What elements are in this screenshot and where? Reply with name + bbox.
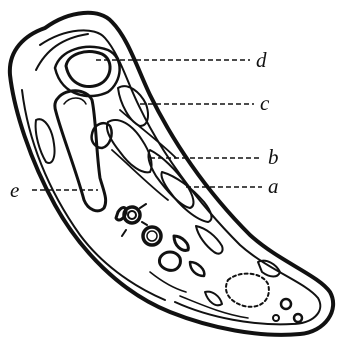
distal-vessel-1 <box>281 299 291 309</box>
label-c: c <box>260 91 270 115</box>
distal-bulge <box>226 274 269 307</box>
bone-e-cortex <box>64 98 86 104</box>
bone-d <box>66 52 110 87</box>
bone-e-shaft <box>55 91 106 211</box>
distal-muscle <box>258 261 280 277</box>
distal-vessel-3 <box>273 315 279 321</box>
vessel-2 <box>143 227 161 245</box>
muscle-lower <box>196 226 223 254</box>
vessel-2-inner <box>147 231 157 241</box>
label-e: e <box>10 178 19 202</box>
vessel-5 <box>174 236 188 250</box>
label-d: d <box>256 48 267 72</box>
distal-muscle-2 <box>205 292 222 306</box>
label-a: a <box>268 174 279 198</box>
muscle-b <box>107 120 152 172</box>
vessel-6 <box>190 262 204 276</box>
distal-vessel-2 <box>294 314 302 322</box>
vessel-3 <box>159 252 180 270</box>
label-b: b <box>268 145 279 169</box>
vessel-1-inner <box>128 211 136 219</box>
vessel-4 <box>116 208 126 221</box>
